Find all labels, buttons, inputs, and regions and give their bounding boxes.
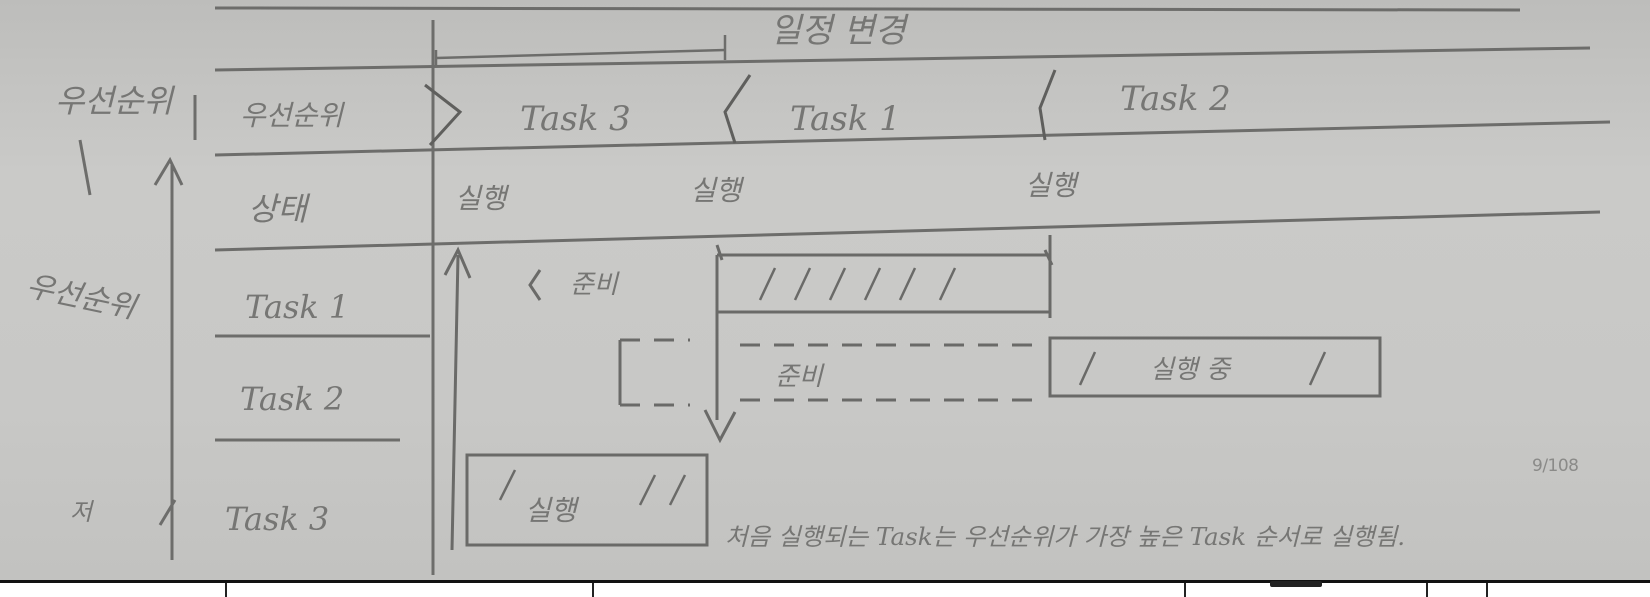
cell-divider (225, 583, 227, 597)
task2-hatching (1078, 351, 1327, 386)
row-task3: Task 3 (225, 500, 329, 538)
marker-task1 (1043, 235, 1054, 266)
cell-divider (1486, 583, 1488, 597)
task2-ready-note: 준비 (775, 362, 825, 392)
priority-row-line (214, 120, 1611, 157)
header-row-line (214, 46, 1591, 72)
notebook-photo: 일정 변경 우선순위 우선순위 상태 우선순위 Task 3 Task 1 Ta… (0, 0, 1650, 580)
chevrons (424, 69, 1057, 147)
y-axis-arrowhead (153, 156, 184, 186)
page-number: 9/108 (1532, 456, 1579, 476)
state-1: 실행 (455, 182, 510, 215)
task2-wait-dashed (620, 338, 1040, 347)
task3-hatching (498, 469, 687, 506)
cell-divider (592, 583, 594, 597)
state-col-label: 상태 (248, 190, 310, 228)
task1-ready-note: 준비 (570, 270, 620, 300)
header-bracket (434, 35, 727, 65)
cell-divider (1184, 583, 1186, 597)
marker-task1-start (715, 244, 724, 261)
task-bars (443, 235, 1382, 551)
y-axis-label: 우선순위 (23, 269, 141, 327)
task-timeline-sketch: 일정 변경 우선순위 우선순위 상태 우선순위 Task 3 Task 1 Ta… (23, 6, 1611, 575)
priority-task1: Task 1 (790, 99, 901, 139)
cell-divider (1426, 583, 1428, 597)
vertical-lines (78, 20, 435, 575)
task1-hatching (758, 267, 957, 301)
bottom-note: 처음 실행되는 Task는 우선순위가 가장 높은 Task 순서로 실행됨. (725, 523, 1405, 551)
cut-off-text-mark (1270, 581, 1322, 587)
state-row-line (214, 210, 1601, 252)
bottom-axis-label: 저 (70, 498, 95, 526)
priority-tick (78, 139, 92, 196)
table-footer-strip (0, 580, 1650, 597)
task3-run-note: 실행 (525, 494, 580, 527)
task2-run-box (1048, 336, 1382, 398)
priority-col-label: 우선순위 (240, 99, 345, 132)
row-task2: Task 2 (240, 380, 344, 418)
priority-task2: Task 2 (1120, 79, 1231, 119)
bracket-bar (435, 48, 726, 60)
row-lines (214, 6, 1611, 442)
top-line (214, 6, 1521, 12)
task2-run-note: 실행 중 (1150, 355, 1232, 385)
task2-wait-dashed-bottom (620, 398, 1040, 407)
chevron-3 (1038, 69, 1057, 141)
task3-run-box (465, 453, 709, 547)
priority-row-label: 우선순위 (55, 82, 175, 120)
state-2: 실행 (690, 174, 745, 207)
task2-run-arrow (703, 409, 737, 444)
handwritten-labels: 일정 변경 우선순위 우선순위 상태 우선순위 Task 3 Task 1 Ta… (23, 11, 1405, 551)
time-start-arrow (443, 246, 472, 551)
state-3: 실행 (1025, 169, 1080, 202)
header-text: 일정 변경 (770, 11, 910, 51)
chevron-1 (424, 83, 463, 147)
row-task1: Task 1 (245, 288, 349, 326)
chevron-2 (723, 74, 752, 144)
task1-ready-bracket (528, 269, 542, 301)
bottom-tick (158, 499, 177, 526)
priority-task3: Task 3 (520, 99, 631, 139)
